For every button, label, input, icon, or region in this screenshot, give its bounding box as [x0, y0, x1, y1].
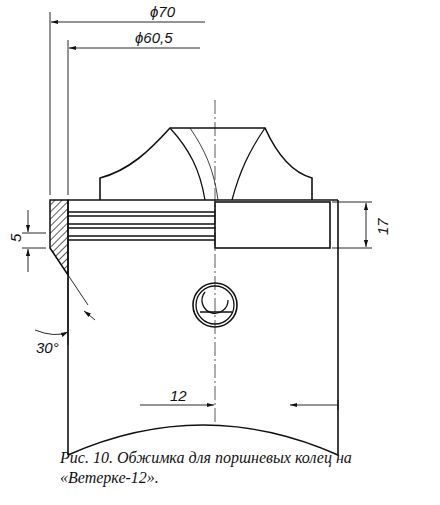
angle-dimension: 30° [36, 340, 59, 355]
height-dimension: 5 [8, 234, 23, 242]
dimension-lines [22, 12, 372, 410]
piston-outline [68, 100, 338, 455]
diameter-dimension: ϕ60,5 [135, 30, 173, 45]
diameter-dimension: ϕ70 [150, 4, 175, 19]
figure-caption: Рис. 10. Обжимка для поршневых колец на … [60, 448, 360, 488]
height-dimension: 17 [375, 218, 390, 235]
offset-dimension: 12 [170, 388, 187, 403]
compressor-section [50, 200, 68, 275]
